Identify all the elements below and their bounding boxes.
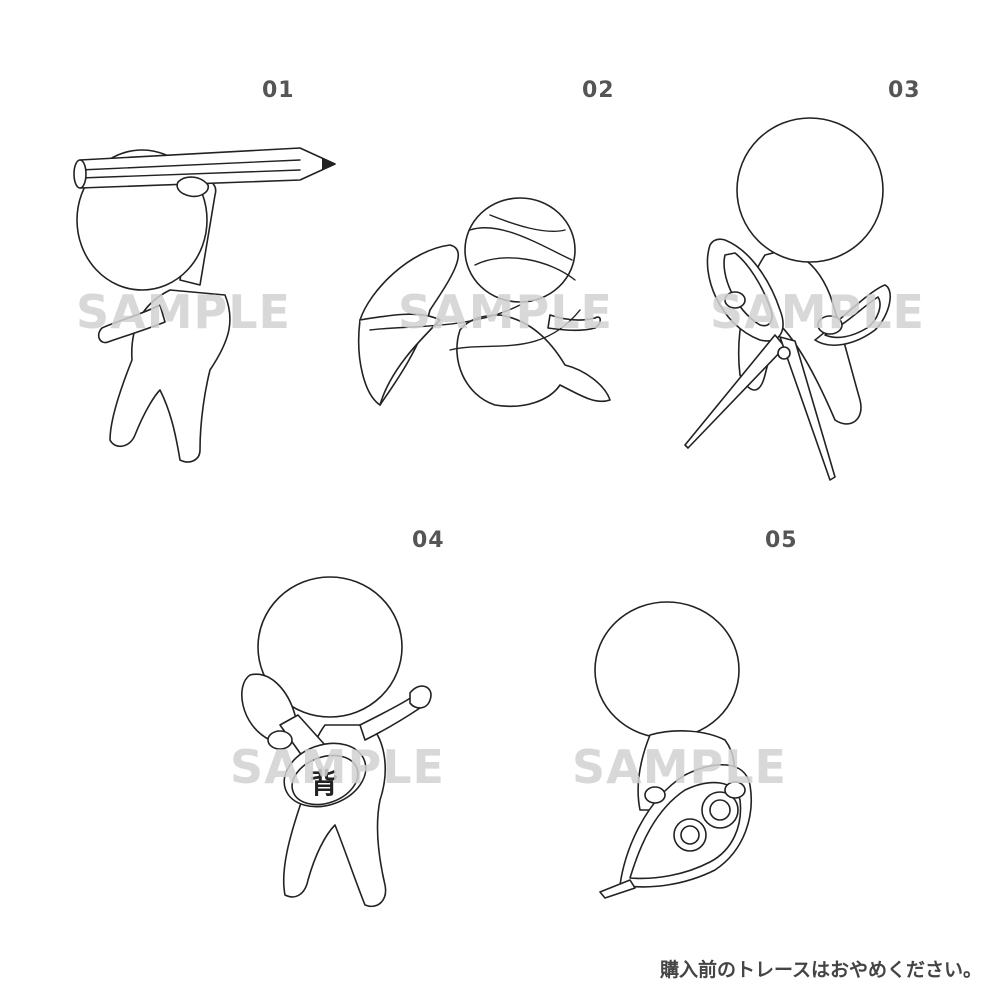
figure-rubber-band — [350, 190, 611, 450]
watermark-05: SAMPLE — [572, 740, 787, 794]
watermark-02: SAMPLE — [398, 285, 613, 339]
rubber-band-figure-drawing — [357, 197, 611, 408]
panel-number-01: 01 — [262, 78, 295, 103]
stamp-glyph: 背 — [310, 767, 338, 800]
panel-number-03: 03 — [888, 78, 921, 103]
no-trace-notice: 購入前のトレースはおやめください。 — [659, 959, 982, 981]
figure-pencil — [60, 130, 360, 470]
figure-stamp: 背 — [230, 575, 450, 915]
panel-number-04: 04 — [412, 528, 445, 553]
watermark-03: SAMPLE — [710, 285, 925, 339]
scissors-figure-drawing — [684, 117, 891, 481]
watermark-01: SAMPLE — [76, 285, 291, 339]
pencil-figure-drawing — [73, 147, 336, 463]
correction-tape-figure-drawing — [594, 601, 753, 899]
figure-correction-tape — [594, 600, 775, 900]
figure-scissors — [680, 115, 900, 485]
watermark-04: SAMPLE — [230, 740, 445, 794]
stamp-figure-drawing: 背 — [241, 576, 432, 907]
panel-number-05: 05 — [765, 528, 798, 553]
panel-number-02: 02 — [582, 78, 615, 103]
